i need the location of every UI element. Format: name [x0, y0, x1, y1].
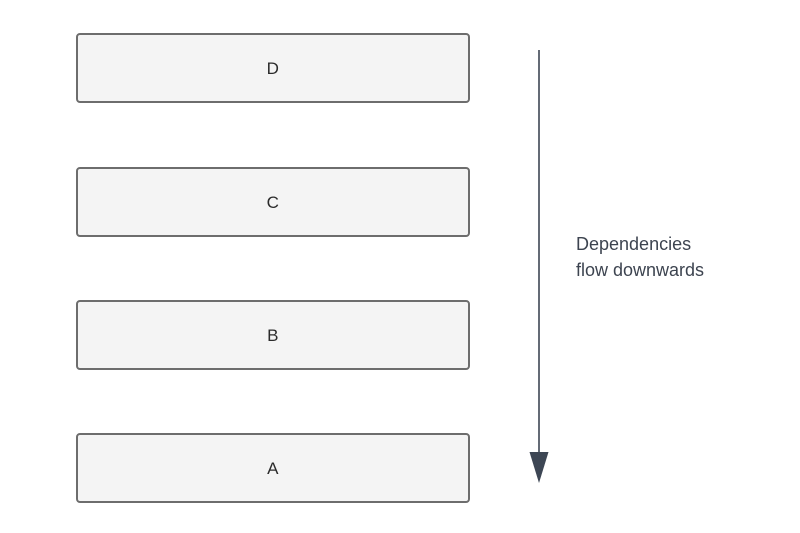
- layer-box-c-label: C: [266, 192, 280, 212]
- layer-box-b[interactable]: B: [76, 300, 470, 370]
- down-arrow-icon: [529, 50, 549, 483]
- flow-annotation-line-2: flow downwards: [576, 260, 705, 280]
- layer-box-a[interactable]: A: [76, 433, 470, 503]
- layer-box-d[interactable]: D: [76, 33, 470, 103]
- flow-annotation-line-1: Dependencies: [576, 234, 692, 254]
- layer-box-b-label: B: [267, 325, 279, 345]
- layer-box-a-label: A: [267, 458, 279, 478]
- layer-box-c[interactable]: C: [76, 167, 470, 237]
- layer-box-d-label: D: [266, 58, 280, 78]
- flow-annotation: Dependencies flow downwards: [576, 231, 786, 283]
